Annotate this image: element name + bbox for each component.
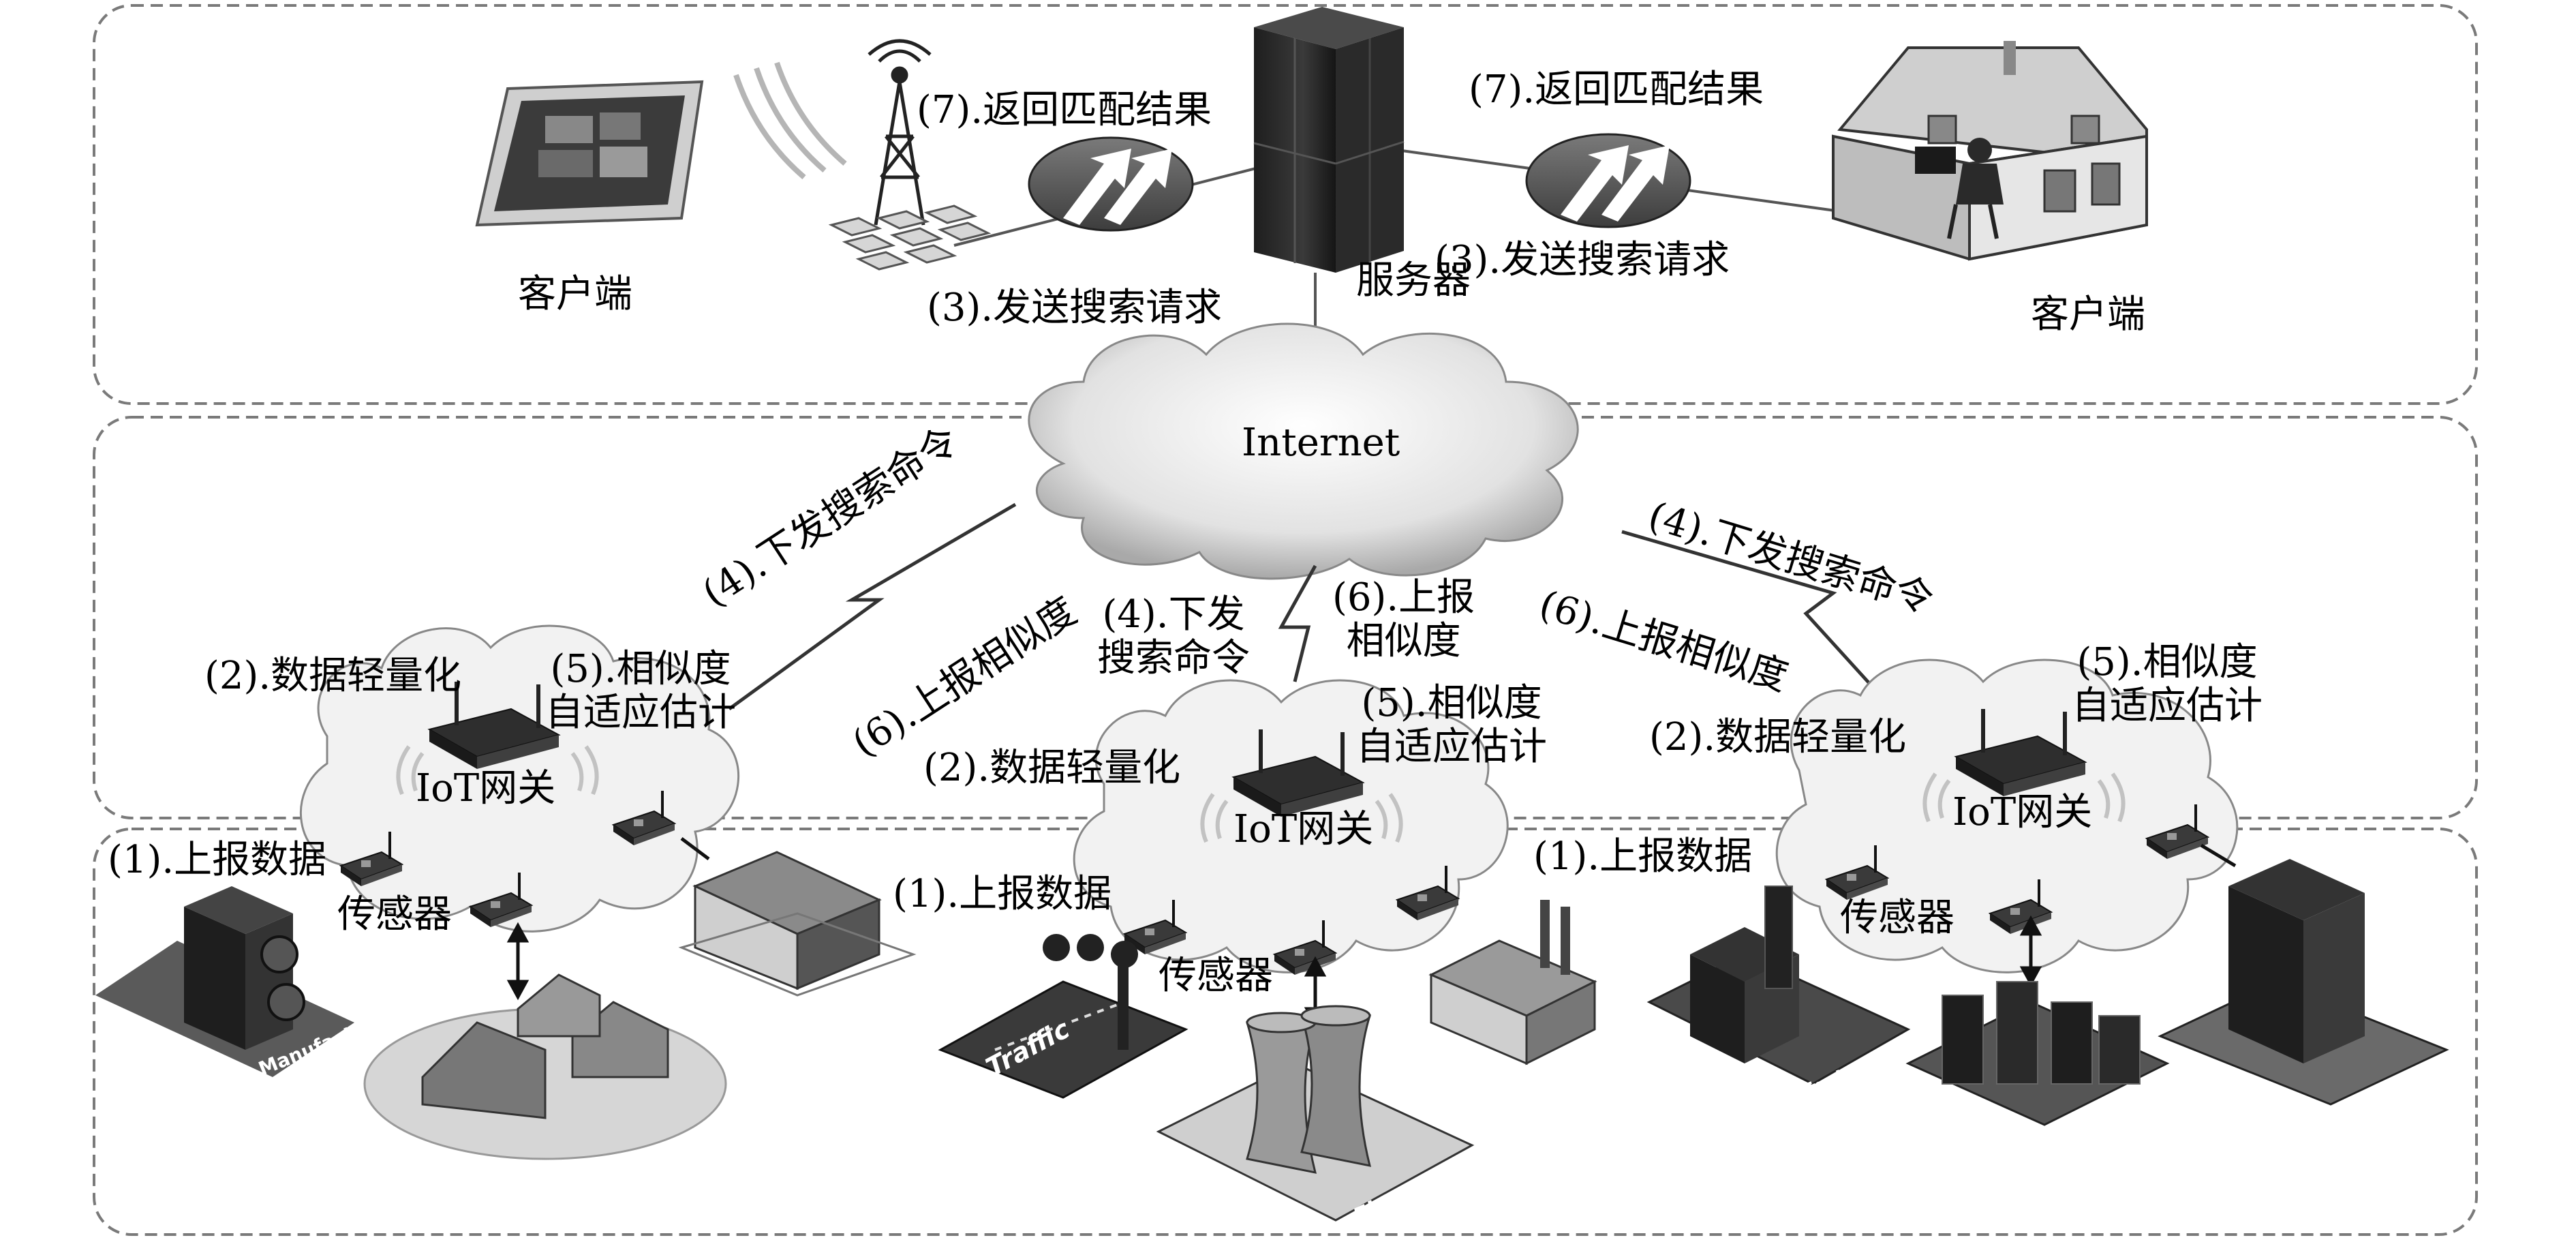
server-label: 服务器 — [1356, 258, 1471, 303]
return-match-right: (7).返回匹配结果 — [1469, 67, 1764, 112]
internet-label: Internet — [1242, 421, 1400, 465]
cell-tower-icon — [868, 39, 932, 226]
left-gateway: IoT网关 — [416, 766, 556, 811]
middle-gateway: IoT网关 — [1233, 807, 1374, 851]
office-tower-icon — [2158, 859, 2449, 1106]
forward-arrow-ellipse-right — [1525, 133, 1691, 228]
wireless-waves-icon — [396, 745, 2126, 843]
lightning-link-left — [728, 502, 1017, 711]
middle-issue-cmd-2: 搜索命令 — [1097, 636, 1250, 681]
left-report-data: (1).上报数据 — [108, 838, 327, 882]
return-match-left: (7).返回匹配结果 — [917, 88, 1212, 132]
middle-report-sim-1: (6).上报 — [1332, 575, 1475, 620]
middle-report-sim: (6).上报 相似度 — [1332, 575, 1475, 664]
middle-issue-cmd: (4).下发 搜索命令 — [1097, 592, 1250, 681]
house-client-icon — [1832, 41, 2148, 261]
middle-report-data: (1).上报数据 — [893, 872, 1112, 916]
right-sensor: 传感器 — [1840, 896, 1954, 940]
left-lightweight: (2).数据轻量化 — [204, 654, 462, 698]
send-search-left: (3).发送搜索请求 — [927, 286, 1223, 330]
middle-adaptive-est-1: (5).相似度 — [1361, 681, 1542, 725]
trade-center-building-icon — [1646, 886, 1911, 1085]
double-arrow-icon — [506, 837, 2237, 1028]
wireless-waves-icon — [733, 61, 847, 180]
client-right-label: 客户端 — [2031, 292, 2145, 337]
lightning-link-middle — [1278, 564, 1317, 682]
tablet-client-icon — [475, 80, 704, 227]
right-gateway: IoT网关 — [1952, 790, 2093, 834]
middle-report-sim-2: 相似度 — [1346, 619, 1461, 664]
right-adaptive-est: (5).相似度 自适应估计 — [2072, 640, 2263, 729]
left-adaptive-est: (5).相似度 自适应估计 — [545, 647, 736, 736]
right-adaptive-est-2: 自适应估计 — [2072, 684, 2263, 729]
warehouse-building-icon — [678, 851, 917, 997]
send-search-right: (3).发送搜索请求 — [1435, 238, 1730, 282]
client-left-label: 客户端 — [518, 272, 632, 316]
cell-grid-icon — [828, 205, 992, 271]
electricity-cooling-towers-icon — [1156, 1005, 1475, 1222]
left-sensor: 传感器 — [337, 892, 452, 937]
manufacture-building-icon — [95, 886, 354, 1077]
middle-adaptive-est: (5).相似度 自适应估计 — [1356, 681, 1547, 770]
middle-lightweight: (2).数据轻量化 — [923, 746, 1181, 790]
traffic-road-icon — [938, 934, 1189, 1099]
right-report-data: (1).上报数据 — [1533, 834, 1753, 879]
right-adaptive-est-1: (5).相似度 — [2076, 640, 2258, 684]
factory-building-icon — [1428, 900, 1597, 1065]
left-adaptive-est-1: (5).相似度 — [550, 647, 731, 691]
internet-cloud-icon — [1028, 322, 1579, 580]
left-adaptive-est-2: 自适应估计 — [545, 691, 736, 736]
server-icon — [1253, 7, 1405, 273]
middle-adaptive-est-2: 自适应估计 — [1356, 725, 1547, 770]
forward-arrow-ellipse-left — [1028, 136, 1194, 232]
right-lightweight: (2).数据轻量化 — [1649, 715, 1907, 759]
lightning-link-right — [1621, 530, 1875, 690]
middle-issue-cmd-1: (4).下发 — [1102, 592, 1245, 637]
right-iot-cloud — [1775, 659, 2239, 973]
apartment-blocks-icon — [1905, 981, 2170, 1126]
left-iot-cloud — [299, 624, 739, 933]
residential-houses-icon — [363, 973, 727, 1160]
middle-sensor: 传感器 — [1159, 954, 1273, 998]
